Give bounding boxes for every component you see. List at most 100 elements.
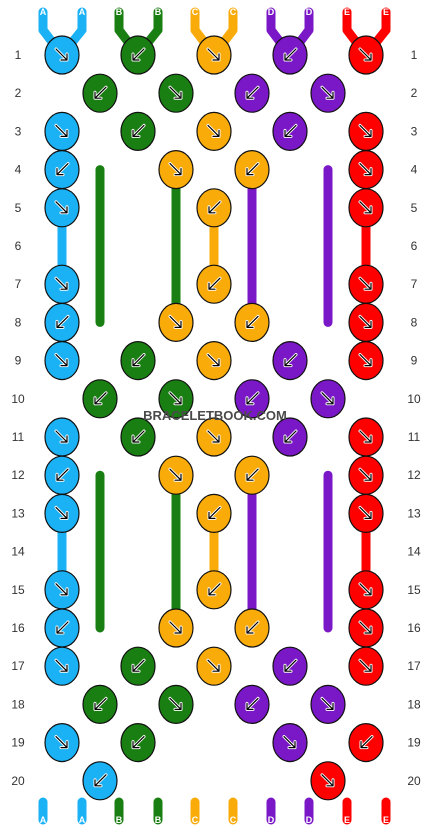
knot-arrow-outline [359, 659, 372, 672]
knot-r16-3 [234, 608, 270, 648]
watermark: BRACELETBOOK.COM [143, 408, 287, 423]
row-number-right: 7 [411, 277, 418, 291]
row-number-left: 8 [15, 315, 22, 329]
row-number-left: 17 [11, 659, 25, 673]
knot-r15-1 [44, 570, 80, 610]
top-label-a: A [40, 7, 47, 17]
knot-arrow-outline [55, 201, 68, 214]
knot-r19-3 [272, 722, 308, 763]
knot-arrow-outline [246, 697, 259, 710]
knot-r18-1 [82, 684, 118, 725]
bottom-label-d: D [268, 815, 275, 825]
row-number-right: 15 [407, 583, 421, 597]
top-label-e: E [344, 7, 350, 17]
knot-arrow-outline [321, 697, 334, 710]
row-number-left: 19 [11, 736, 25, 750]
knot-arrow-outline [55, 430, 68, 443]
knot-r8-2 [158, 302, 194, 342]
knot-arrow-outline [55, 659, 68, 672]
knot-r2-1 [82, 73, 118, 113]
knot-arrow-outline [208, 583, 221, 596]
top-label-a: A [79, 7, 86, 17]
knot-arrow-outline [55, 583, 68, 596]
knot-arrow-outline [284, 48, 297, 61]
knot-arrow-outline [169, 163, 182, 176]
top-label-c: C [192, 7, 199, 17]
bottom-label-e: E [344, 815, 350, 825]
knot-arrow-outline [207, 659, 220, 672]
knot-r20-2 [310, 761, 346, 801]
knot-arrow-outline [359, 124, 372, 137]
knot-arrow-outline [56, 315, 69, 328]
row-number-left: 13 [11, 506, 25, 520]
knot-r1-5 [348, 35, 384, 75]
knot-r7-1 [44, 264, 80, 304]
knot-arrow-outline [359, 583, 372, 596]
top-label-d: D [268, 7, 275, 17]
knot-r2-4 [310, 73, 346, 113]
knot-arrow-outline [132, 48, 145, 61]
knot-r12-2 [158, 455, 194, 495]
knot-arrow-outline [132, 736, 145, 749]
knot-r17-4 [272, 646, 308, 686]
knot-arrow-outline [359, 506, 372, 519]
knot-r11-2 [120, 417, 156, 457]
knot-arrow-outline [208, 277, 221, 290]
knot-r13-3 [348, 493, 384, 534]
knot-r9-1 [44, 341, 80, 381]
knot-arrow-outline [55, 277, 68, 290]
row-number-right: 14 [407, 545, 421, 559]
row-number-left: 20 [11, 774, 25, 788]
knot-r1-4 [272, 35, 308, 75]
top-label-e: E [383, 7, 389, 17]
row-number-left: 15 [11, 583, 25, 597]
knot-r16-4 [348, 608, 384, 648]
knot-r15-2 [196, 570, 232, 610]
knot-arrow-outline [246, 315, 259, 328]
knot-r4-3 [234, 150, 270, 190]
row-number-right: 8 [411, 315, 418, 329]
knot-arrow-outline [246, 392, 259, 405]
knot-arrow-outline [208, 201, 221, 214]
knot-r8-1 [44, 302, 80, 342]
knot-r15-3 [348, 570, 384, 610]
knot-r11-1 [44, 417, 80, 457]
knot-arrow-outline [207, 354, 220, 367]
knot-r19-1 [44, 722, 80, 763]
knot-r11-3 [196, 417, 232, 457]
knot-r10-2 [158, 379, 194, 419]
row-number-right: 19 [407, 736, 421, 750]
knot-r16-1 [44, 608, 80, 648]
knot-arrow-outline [169, 86, 182, 99]
knot-r12-3 [234, 455, 270, 495]
row-number-right: 10 [407, 392, 421, 406]
row-number-left: 7 [15, 277, 22, 291]
knot-arrow-outline [169, 315, 182, 328]
knot-arrow-outline [55, 354, 68, 367]
knot-arrow-outline [284, 430, 297, 443]
row-number-left: 12 [11, 468, 25, 482]
knot-r10-1 [82, 379, 118, 419]
knot-r9-4 [272, 341, 308, 381]
knot-arrow-outline [207, 430, 220, 443]
bottom-label-d: D [306, 815, 313, 825]
bottom-label-c: C [230, 815, 237, 825]
bottom-label-b: B [116, 815, 123, 825]
knot-r4-4 [348, 150, 384, 190]
top-label-d: D [306, 7, 313, 17]
row-number-right: 6 [411, 239, 418, 253]
knot-arrow-outline [94, 86, 107, 99]
knot-arrow-outline [169, 392, 182, 405]
row-number-left: 2 [15, 86, 22, 100]
top-label-b: B [116, 7, 123, 17]
knot-arrow-outline [359, 315, 372, 328]
row-number-left: 5 [15, 201, 22, 215]
knot-arrow-outline [56, 163, 69, 176]
bottom-label-b: B [155, 815, 162, 825]
top-label-c: C [230, 7, 237, 17]
knot-r5-2 [196, 188, 232, 228]
knot-arrow-outline [246, 468, 259, 481]
row-number-left: 6 [15, 239, 22, 253]
